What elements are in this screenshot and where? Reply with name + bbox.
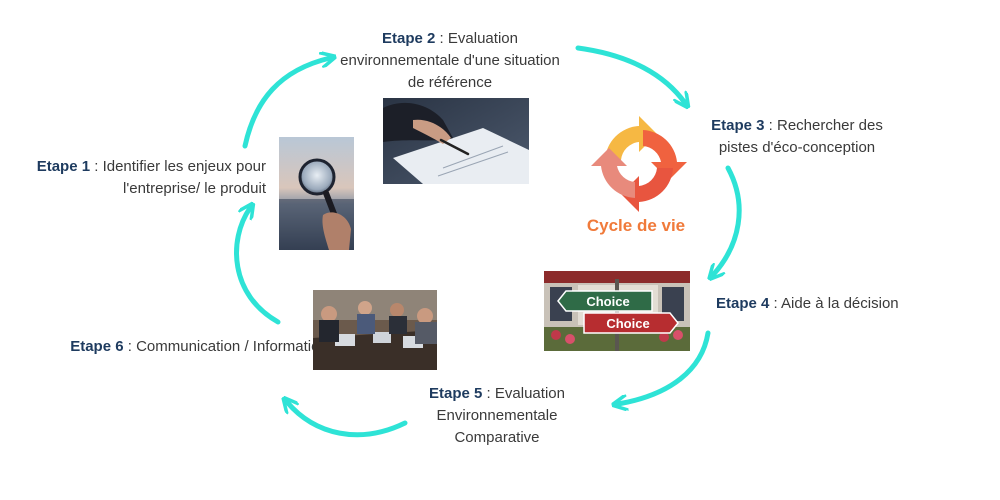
step-6-text: Communication / Information: [136, 338, 328, 355]
step-5-label: Etape 5: [429, 385, 483, 402]
step-2: Etape 2 : Evaluation environnementale d'…: [340, 30, 560, 91]
cycle-label: Cycle de vie: [586, 216, 686, 235]
step-1-label: Etape 1: [36, 158, 91, 175]
choice-sign-bottom: Choice: [606, 316, 649, 331]
step-3: Etape 3 : Rechercher des pistes d'éco-co…: [711, 117, 883, 156]
step-6-label: Etape 6: [70, 338, 124, 355]
step-4-text: Aide à la décision: [781, 295, 899, 312]
step-3-label: Etape 3: [711, 117, 765, 134]
choice-sign-top: Choice: [586, 294, 629, 309]
step-1: Etape 1 : Identifier les enjeux pour l'e…: [36, 158, 266, 197]
step-2-text: Evaluation environnementale d'une situat…: [340, 30, 560, 91]
arrow-step3-to-step4: [713, 165, 742, 275]
signing-document-photo: [383, 98, 529, 184]
arrow-step2-to-step3: [575, 45, 685, 103]
step-1-text: Identifier les enjeux pour l'entreprise/…: [102, 158, 266, 197]
step-3-text: Rechercher des pistes d'éco-conception: [718, 117, 883, 156]
magnifying-glass-photo: [279, 137, 354, 250]
step-6: Etape 6 : Communication / Information: [70, 338, 328, 355]
life-cycle-icon: [591, 116, 687, 212]
step-4-label: Etape 4: [716, 295, 770, 312]
step-5: Etape 5 : Evaluation Environnementale Co…: [429, 385, 565, 446]
arrow-step6-to-step1: [234, 208, 281, 325]
step-2-label: Etape 2: [382, 30, 436, 47]
arrow-step5-to-step6: [287, 402, 408, 438]
arrow-step4-to-step5: [618, 330, 711, 404]
arrow-step1-to-step2: [242, 58, 330, 149]
step-4: Etape 4 : Aide à la décision: [716, 295, 899, 312]
choice-signs-photo: Choice Choice: [544, 271, 690, 351]
meeting-photo: [313, 290, 437, 370]
step-5-text: Evaluation Environnementale Comparative: [436, 385, 565, 446]
